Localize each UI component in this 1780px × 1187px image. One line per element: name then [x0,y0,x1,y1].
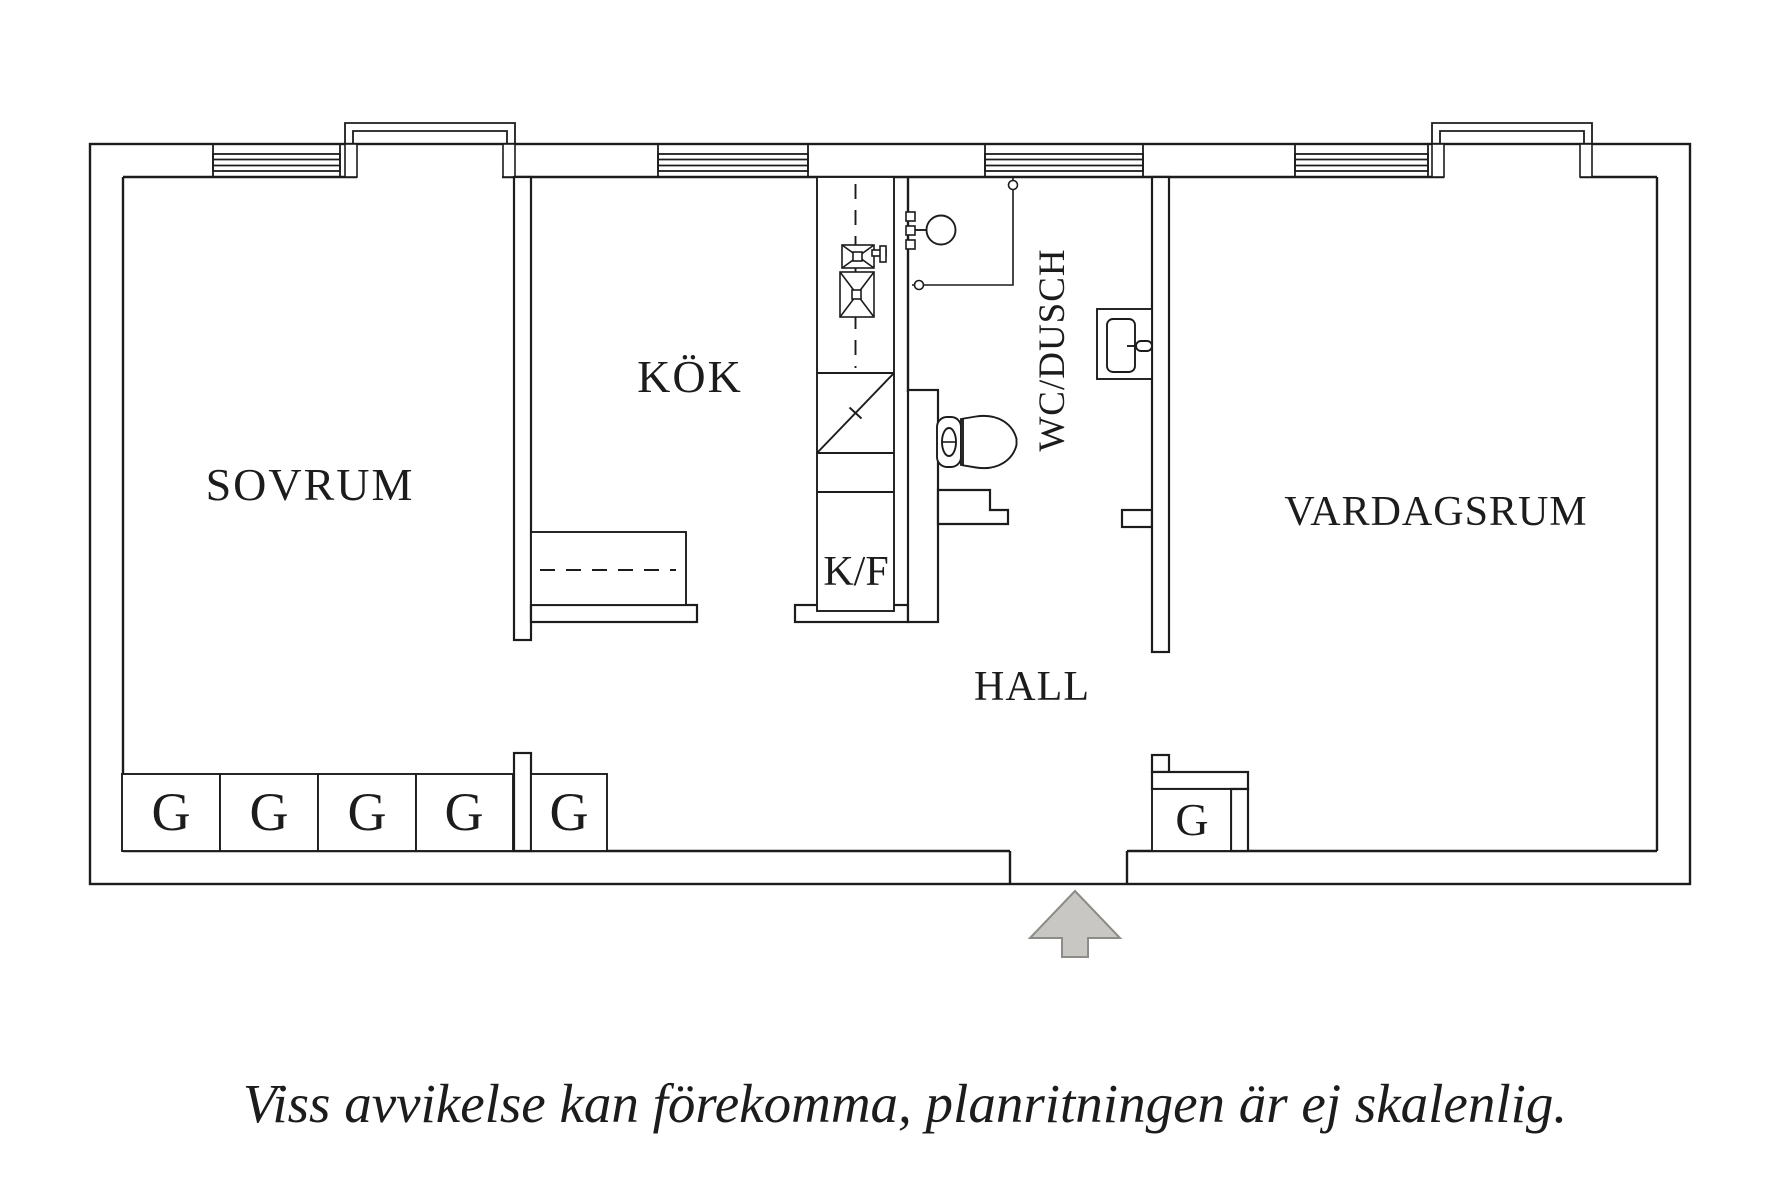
basin-tap [1135,340,1153,352]
wall-hall-closet-notch [1150,753,1171,774]
shower-curtain [912,178,1019,291]
wardrobe-box [317,773,417,852]
wall-behind-toilet [906,388,940,624]
wardrobe-label: G [550,782,589,842]
bathroom-label: WC/DUSCH [1032,248,1073,451]
wardrobe-box [415,773,514,852]
kitchen-counter: K/F [816,176,895,612]
inner-wall-outline [121,175,1659,853]
kitchen-bench [530,531,687,606]
outer-wall-outline [88,142,1692,886]
kitchen-sink [839,244,887,318]
hall-label: HALL [974,664,1090,710]
fridge-freezer-label: K/F [823,549,888,595]
wall-bathroom-stub [1120,508,1154,529]
wardrobe-label: G [250,782,289,842]
kitchen-faucet [871,245,887,263]
shower-head [905,211,957,250]
outer-wall [88,142,1692,886]
entrance-arrow-icon [1027,889,1123,958]
wardrobe-label: G [348,782,387,842]
toilet [936,414,1018,470]
kitchen-label: KÖK [637,351,743,402]
bay-jamb [502,143,516,178]
bay-jamb [1579,143,1593,178]
hall-wardrobe: G [1151,788,1232,852]
bay-jamb [344,143,358,178]
entrance-jambs [1008,851,1129,884]
bay-window-bedroom [344,122,516,178]
wardrobe-box [1151,788,1232,852]
wardrobe-box [530,773,608,852]
wall-hall-closet-right [1229,787,1250,853]
window-bathroom [984,144,1144,177]
wardrobe-label: G [1175,794,1208,845]
wall-bedroom-kitchen [512,175,533,642]
window-livingroom [1294,144,1429,177]
bay-window-livingroom [1431,122,1593,178]
stove [816,372,895,454]
wall-bathroom-south [936,488,1010,526]
wardrobe-label: G [152,782,191,842]
wall-hall-closet-top [1150,770,1250,791]
wall-kitchen-south-left [529,603,699,624]
bedroom-label: SOVRUM [206,459,415,510]
caption-text: Viss avvikelse kan förekomma, planritnin… [243,1073,1567,1134]
wardrobe-box [121,773,221,852]
wall-hall-livingroom [1150,175,1171,654]
livingroom-label: VARDAGSRUM [1284,489,1587,535]
window-kitchen [657,144,809,177]
washbasin [1096,308,1153,380]
wardrobe-row: G G G G G [121,773,608,852]
bay-jamb [1431,143,1445,178]
window-bedroom [212,144,341,177]
wardrobe-label: G [445,782,484,842]
wall-wardrobe-row [512,751,533,853]
